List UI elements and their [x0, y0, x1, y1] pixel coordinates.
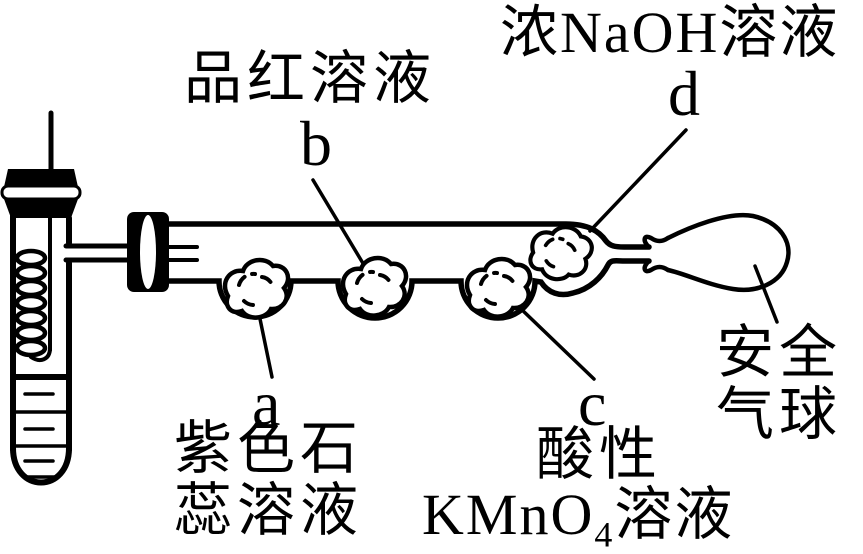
leader-line-b [311, 178, 369, 272]
label-point-a: a [252, 368, 281, 439]
label-safety-balloon: 安全 气球 [716, 322, 842, 446]
cotton-balls [222, 225, 594, 320]
label-acidic: 酸性 [536, 422, 663, 487]
kmno4-subscript: 4 [594, 514, 615, 554]
purple-litmus-line1: 紫色石 [174, 416, 364, 481]
safety-balloon-line2: 气球 [716, 382, 843, 447]
balloon-leader-line [753, 264, 779, 324]
stopper-lower-taper [4, 199, 78, 218]
main-tube-top-wall [166, 221, 652, 250]
label-conc-naoh-solution: 浓NaOH溶液 [500, 0, 840, 65]
cotton-ball-a [222, 257, 291, 320]
cotton-ball-c [464, 256, 533, 319]
kmno4-formula: KMnO [422, 482, 595, 547]
stopper-white-band [0, 184, 82, 201]
label-fuchsin-solution: 品红溶液 [184, 46, 437, 111]
leader-line-d [588, 128, 688, 233]
liquid-in-test-tube [10, 374, 72, 479]
stopper-top-cap [4, 169, 78, 187]
cotton-ball-d [528, 225, 594, 282]
label-point-c: c [578, 368, 607, 439]
liquid-shading [11, 392, 71, 479]
leader-lines [257, 128, 688, 381]
balloon-neck [642, 234, 671, 274]
test-tube-round-bottom [10, 445, 72, 486]
purple-litmus-line2: 蕊溶液 [174, 478, 364, 543]
stopper-highlight [140, 215, 156, 289]
wire-bottom-hook [29, 346, 52, 362]
label-purple-litmus: 紫色石 蕊溶液 [174, 418, 363, 542]
leader-line-a [257, 312, 274, 379]
safety-balloon-line1: 安全 [716, 320, 843, 385]
label-point-b: b [300, 108, 332, 179]
label-kmno4-solution: KMnO4溶液 [422, 482, 735, 553]
spiral-coil [14, 248, 48, 358]
thin-delivery-tube [63, 243, 134, 263]
cotton-ball-b [340, 255, 409, 318]
heating-wire [29, 110, 54, 362]
label-point-d: d [668, 58, 700, 129]
kmno4-suffix: 溶液 [614, 482, 735, 547]
test-tube [10, 213, 72, 486]
test-tube-stopper [0, 169, 82, 218]
safety-balloon [665, 212, 791, 293]
main-tube-stopper [127, 212, 199, 292]
leader-line-c [517, 305, 596, 381]
